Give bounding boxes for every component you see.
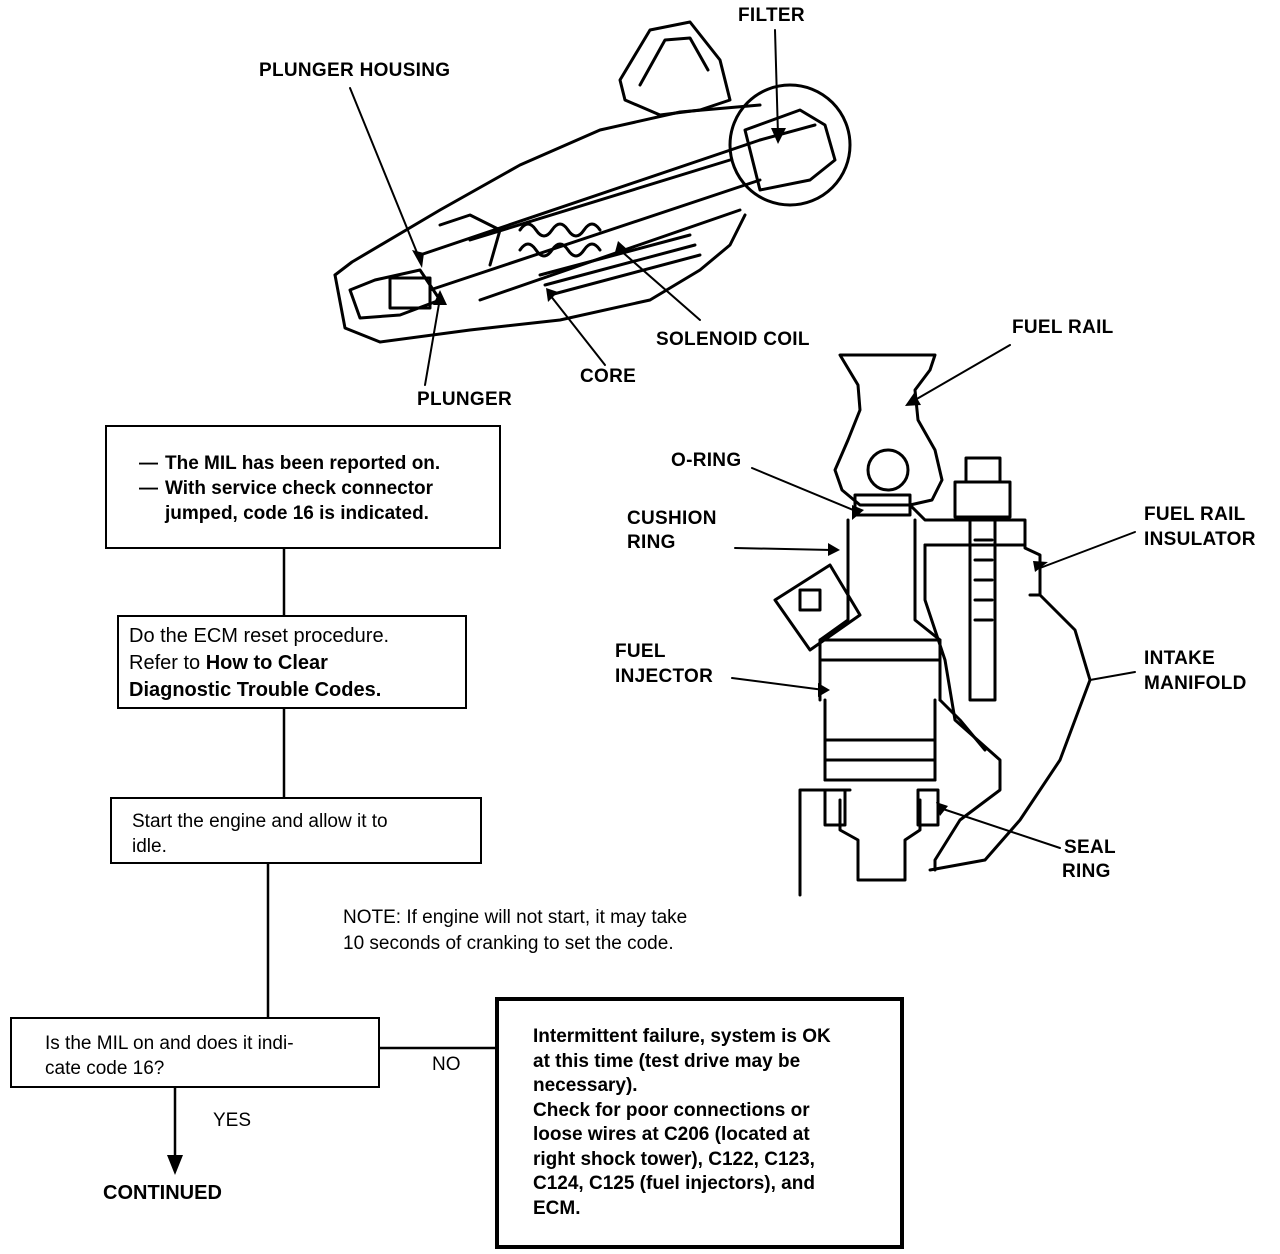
flow-box2-line2-bold: How to Clear [205, 652, 328, 674]
flow-box5-line2: at this time (test drive may be [533, 1050, 801, 1072]
flow-box-mil-reported: The MIL has been reported on. With servi… [105, 425, 501, 549]
label-filter: FILTER [738, 5, 805, 26]
flow-note-line1: NOTE: If engine will not start, it may t… [343, 907, 688, 928]
flow-box5-line5: loose wires at C206 (located at [533, 1124, 810, 1145]
flow-box4-line1: Is the MIL on and does it indi- [45, 1033, 294, 1054]
flow-box5-line8: ECM. [533, 1197, 581, 1219]
label-fuel-injector-line1: FUEL [615, 641, 666, 662]
flow-box1-line2b: jumped, code 16 is indicated. [165, 503, 429, 524]
flow-box5-line6: right shock tower), C122, C123, [533, 1148, 815, 1170]
installation-drawing [773, 353, 1092, 897]
label-plunger-housing: PLUNGER HOUSING [259, 60, 451, 81]
injector-cutaway-drawing [333, 20, 852, 344]
flowchart-connectors [173, 546, 499, 1157]
flow-no-label: NO [432, 1054, 461, 1075]
arrowheads [167, 128, 1048, 1175]
label-seal-ring-line2: RING [1062, 861, 1111, 882]
flow-box2-line3: Diagnostic Trouble Codes. [129, 679, 382, 701]
label-cushion-ring-line2: RING [627, 532, 676, 553]
label-o-ring: O-RING [671, 450, 742, 471]
flow-box5-line4: Check for poor connections or [533, 1099, 810, 1121]
flow-box-mil-code16-question: Is the MIL on and does it indi- cate cod… [10, 1017, 380, 1088]
callout-leaders [349, 29, 1136, 849]
label-plunger: PLUNGER [417, 389, 512, 410]
label-intake-manifold-line1: INTAKE [1144, 648, 1216, 669]
flow-box2-line2-prefix: Refer to [129, 652, 206, 674]
label-core: CORE [580, 366, 637, 387]
label-fuel-rail-insulator-line1: FUEL RAIL [1144, 504, 1246, 525]
flow-box5-line7: C124, C125 (fuel injectors), and [533, 1173, 815, 1194]
label-fuel-rail: FUEL RAIL [1012, 317, 1114, 338]
continued-arrow [167, 1155, 183, 1175]
flow-note-line2: 10 seconds of cranking to set the code. [343, 933, 674, 954]
label-fuel-injector-line2: INJECTOR [615, 666, 714, 687]
label-solenoid-coil: SOLENOID COIL [656, 329, 810, 350]
flow-box1-line2a: With service check connector [139, 476, 489, 501]
flow-box5-line1: Intermittent failure, system is OK [533, 1026, 831, 1047]
flow-box1-line1: The MIL has been reported on. [139, 451, 489, 476]
flow-box4-line2: cate code 16? [45, 1058, 165, 1079]
label-intake-manifold-line2: MANIFOLD [1144, 673, 1247, 694]
label-cushion-ring-line1: CUSHION [627, 508, 717, 529]
flow-box3-line2: idle. [132, 836, 167, 857]
flow-box-start-engine: Start the engine and allow it to idle. [110, 797, 482, 864]
flow-continued-label: CONTINUED [103, 1182, 222, 1204]
flow-box-intermittent-failure: Intermittent failure, system is OK at th… [495, 997, 904, 1249]
flow-yes-label: YES [213, 1110, 252, 1131]
flow-box5-line3: necessary). [533, 1075, 638, 1096]
label-seal-ring-line1: SEAL [1064, 837, 1116, 858]
flow-box2-line1: Do the ECM reset procedure. [129, 625, 390, 647]
flow-box3-line1: Start the engine and allow it to [132, 811, 388, 832]
label-fuel-rail-insulator-line2: INSULATOR [1144, 529, 1256, 550]
flow-box-ecm-reset: Do the ECM reset procedure. Refer to How… [117, 615, 467, 709]
